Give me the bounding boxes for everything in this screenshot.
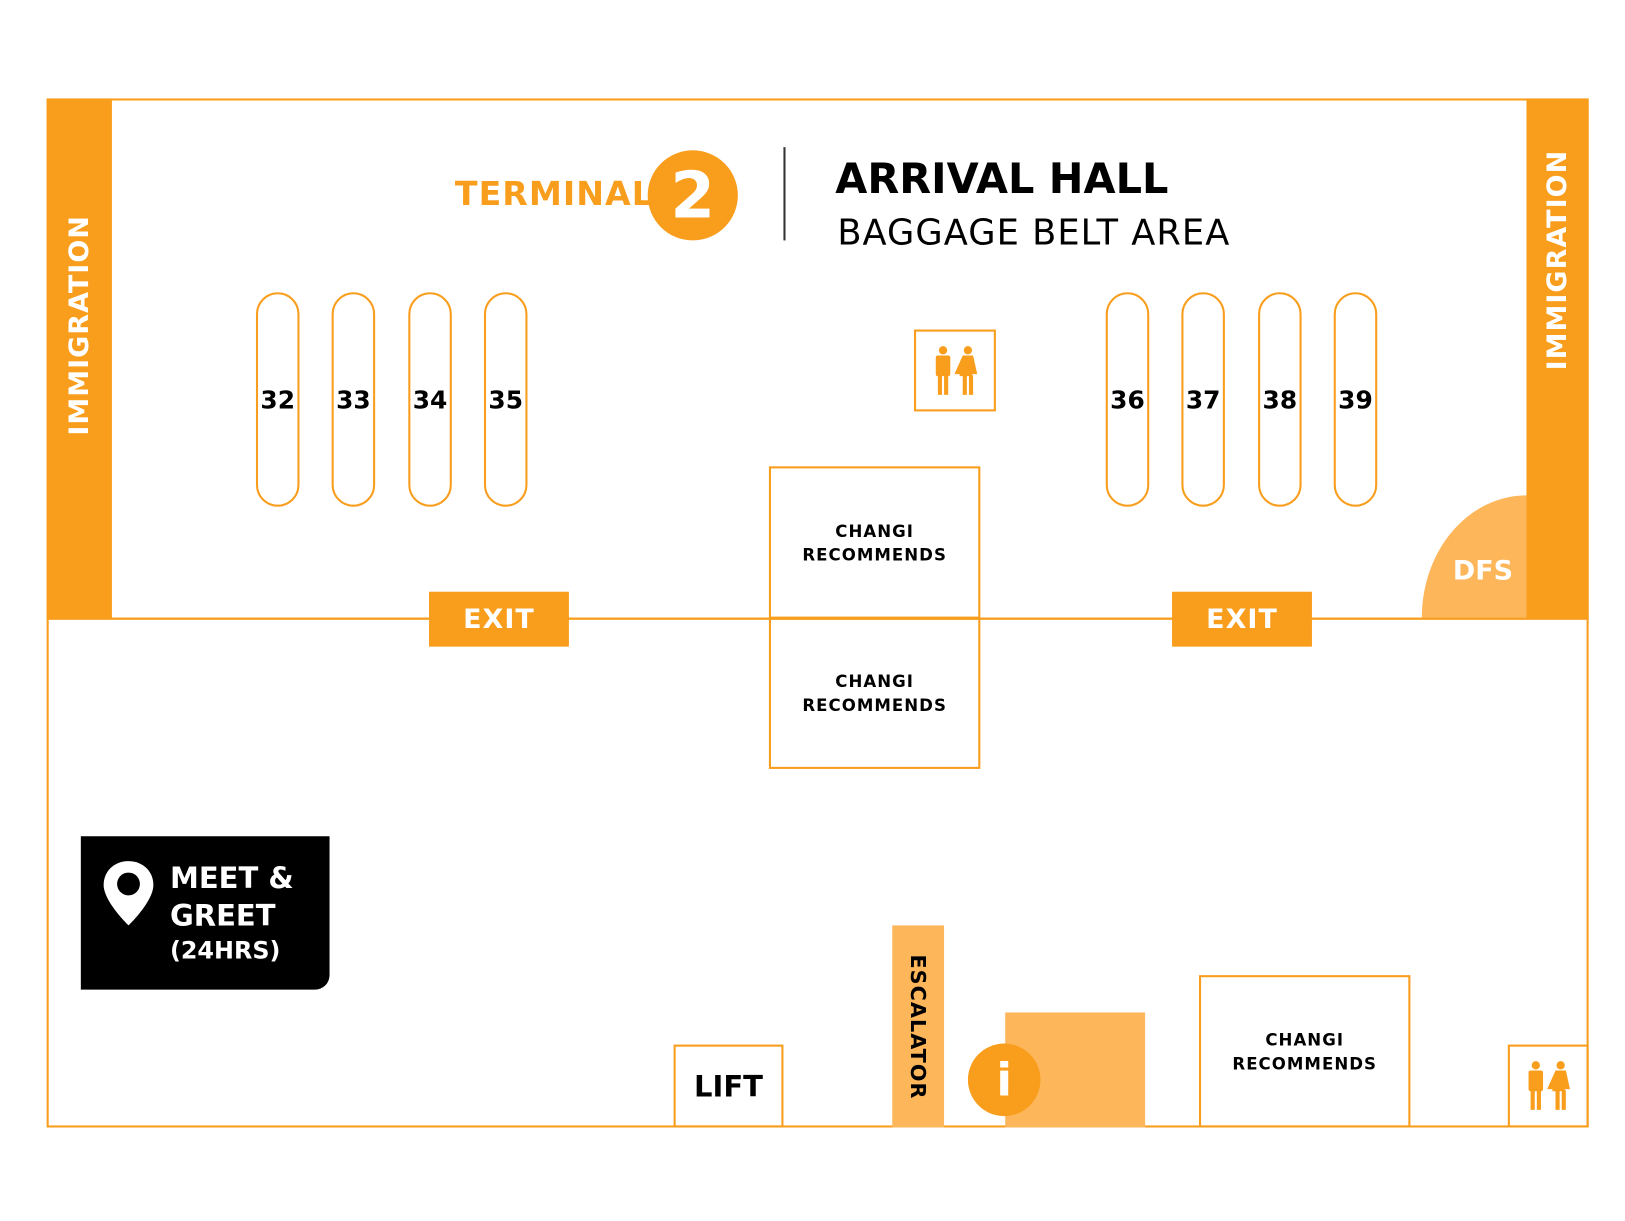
meet-greet-hours: (24HRS) <box>169 937 281 965</box>
baggage-belt-39: 39 <box>1333 292 1378 507</box>
changi-recommends-label: CHANGI RECOMMENDS <box>802 671 947 716</box>
location-pin-icon <box>103 861 154 926</box>
baggage-belt-33: 33 <box>331 292 376 507</box>
meet-and-greet: MEET & GREET (24HRS) <box>80 836 330 990</box>
baggage-belt-38: 38 <box>1258 292 1302 507</box>
lift: LIFT <box>673 1044 784 1128</box>
baggage-belt-34: 34 <box>408 292 452 507</box>
restroom-icon <box>1528 1061 1570 1110</box>
baggage-belt-32: 32 <box>255 292 300 507</box>
page-subtitle: BAGGAGE BELT AREA <box>837 212 1231 254</box>
escalator: ESCALATOR <box>892 925 945 1128</box>
baggage-belt-35: 35 <box>483 292 528 507</box>
changi-recommends-upper: CHANGI RECOMMENDS <box>768 466 981 619</box>
changi-recommends-label: CHANGI RECOMMENDS <box>1232 1029 1378 1074</box>
meet-greet-line2: GREET <box>169 898 276 933</box>
page-title: ARRIVAL HALL <box>835 155 1169 204</box>
immigration-left-label: IMMIGRATION <box>63 215 95 436</box>
exit-left: EXIT <box>429 591 569 647</box>
exit-right: EXIT <box>1172 591 1312 647</box>
escalator-label: ESCALATOR <box>905 953 931 1099</box>
restroom-icon <box>935 345 977 395</box>
terminal-number: 2 <box>670 157 716 234</box>
terminal-label: TERMINAL <box>454 174 654 214</box>
immigration-left: IMMIGRATION <box>46 98 112 619</box>
meet-greet-line1: MEET & <box>169 861 294 896</box>
header-divider <box>783 147 786 241</box>
immigration-right-label: IMMIGRATION <box>1542 149 1574 371</box>
dfs-label: DFS <box>1452 555 1514 587</box>
info-glyph: i <box>996 1053 1012 1107</box>
restroom-upper <box>914 329 996 412</box>
terminal-number-badge: 2 <box>647 150 738 241</box>
baggage-belt-37: 37 <box>1181 292 1225 507</box>
lift-label: LIFT <box>694 1068 763 1104</box>
immigration-right: IMMIGRATION <box>1526 98 1589 619</box>
restroom-lower <box>1507 1044 1589 1128</box>
info-icon: i <box>967 1043 1041 1117</box>
dfs-shop: DFS <box>1421 495 1527 618</box>
changi-recommends-label: CHANGI RECOMMENDS <box>802 520 947 565</box>
changi-recommends-lower: CHANGI RECOMMENDS <box>1198 975 1411 1128</box>
changi-recommends-middle: CHANGI RECOMMENDS <box>768 617 981 769</box>
baggage-belt-36: 36 <box>1105 292 1150 507</box>
